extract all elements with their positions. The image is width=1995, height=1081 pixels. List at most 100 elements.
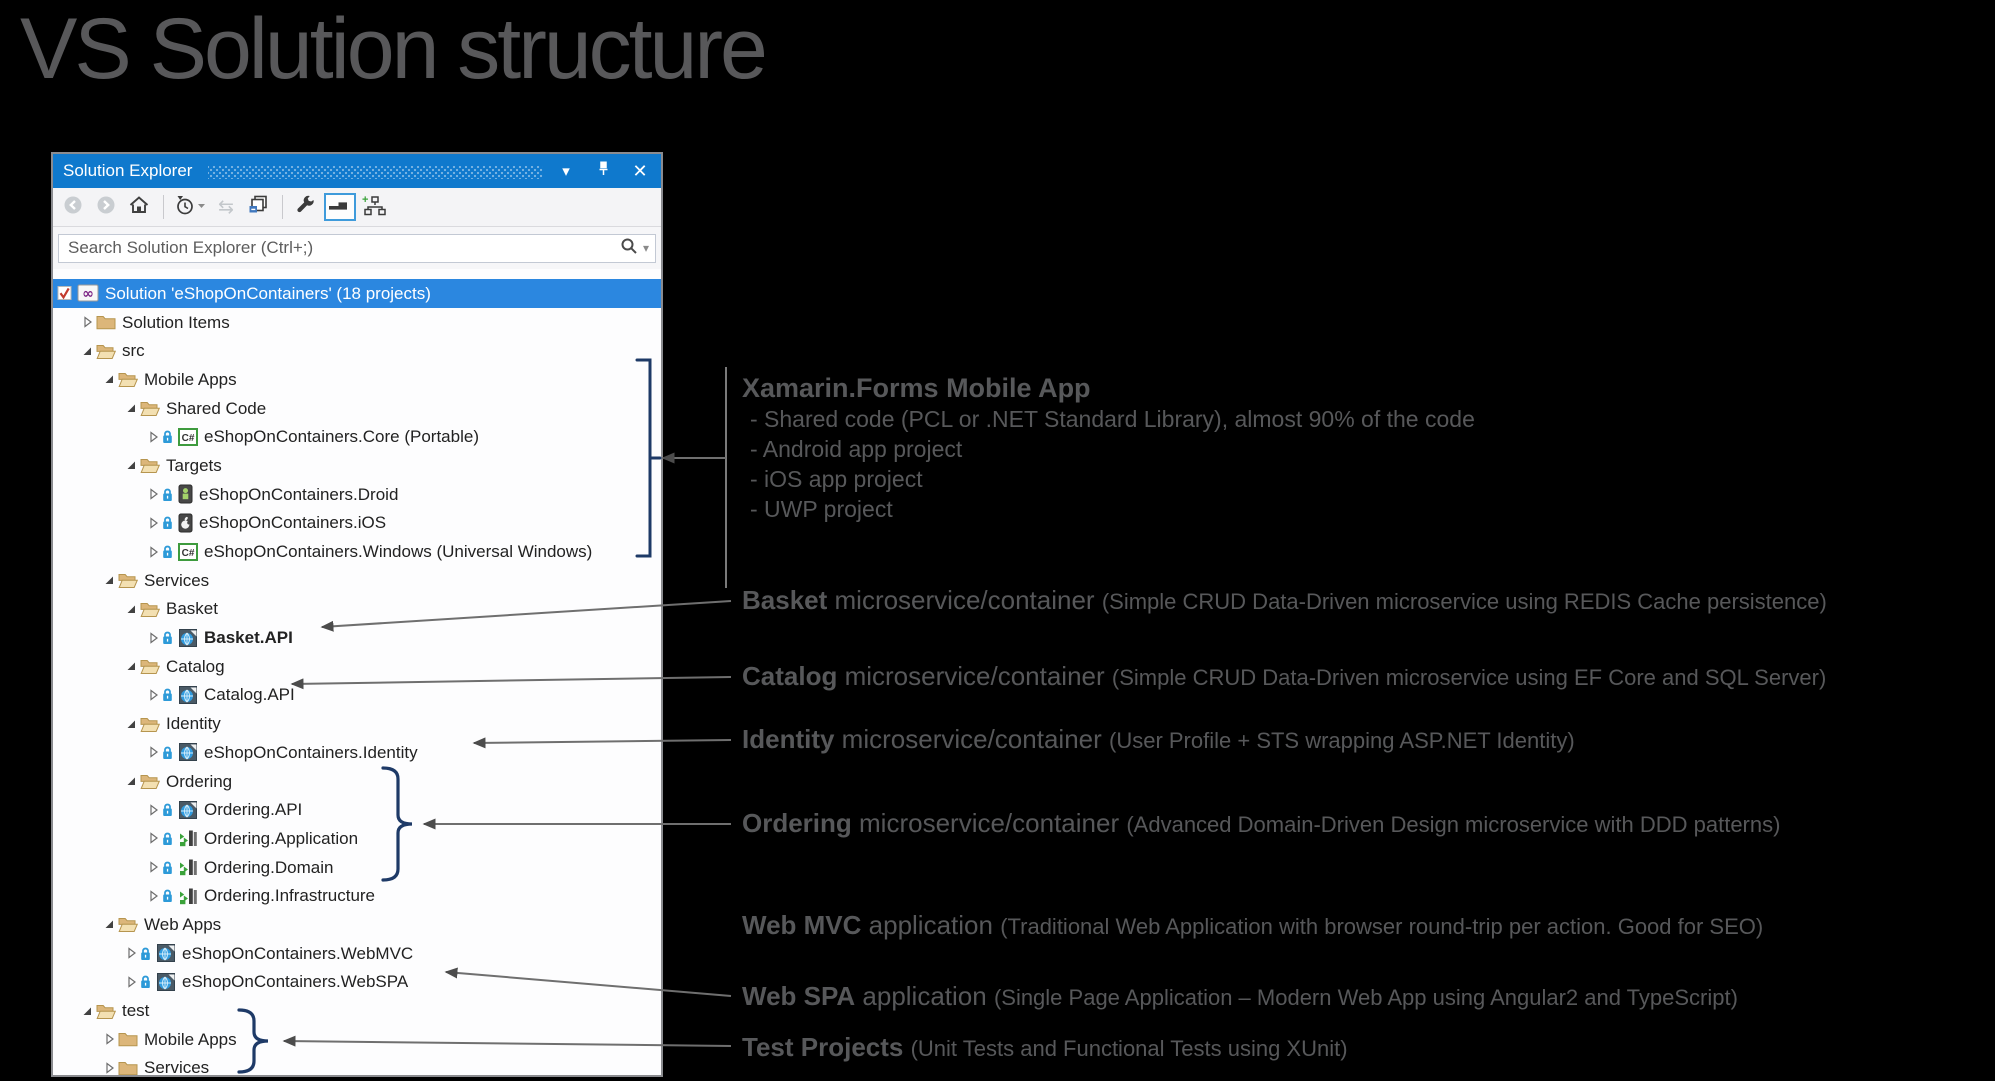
folder-open-icon [140, 457, 160, 474]
web-icon [156, 943, 176, 963]
expand-arrow-icon[interactable] [145, 544, 162, 560]
collapse-arrow-icon[interactable] [79, 343, 96, 359]
tree-item-basket[interactable]: Basket [53, 595, 661, 624]
close-button[interactable]: ✕ [631, 161, 649, 181]
collapse-arrow-icon[interactable] [123, 457, 140, 473]
tree-item-ordering[interactable]: Ordering [53, 767, 661, 796]
preview-selected-items-button[interactable] [324, 193, 356, 221]
collapse-arrow-icon[interactable] [101, 572, 118, 588]
properties-button[interactable] [291, 192, 321, 222]
annotation-mid: microservice/container [834, 724, 1109, 754]
back-button[interactable] [59, 192, 89, 222]
expand-arrow-icon[interactable] [145, 630, 162, 646]
solution-tree: ∞Solution 'eShopOnContainers' (18 projec… [53, 269, 661, 1075]
tree-item-eshoponcontainers-core-portable[interactable]: C#eShopOnContainers.Core (Portable) [53, 422, 661, 451]
annotation-mid: application [855, 981, 994, 1011]
tree-item-label: Ordering.Domain [204, 857, 334, 877]
tree-item-solution-eshoponcontainers-18-projects[interactable]: ∞Solution 'eShopOnContainers' (18 projec… [53, 279, 661, 308]
sync-with-active-document-button[interactable]: ⇆ [211, 192, 241, 222]
collapse-arrow-icon[interactable] [123, 601, 140, 617]
tree-item-eshoponcontainers-droid[interactable]: eShopOnContainers.Droid [53, 480, 661, 509]
show-all-files-button[interactable]: + [359, 192, 389, 222]
expand-arrow-icon[interactable] [123, 974, 140, 990]
tree-item-eshoponcontainers-webmvc[interactable]: eShopOnContainers.WebMVC [53, 939, 661, 968]
search-options-chevron-icon[interactable]: ▾ [642, 241, 649, 255]
collapse-arrow-icon[interactable] [123, 773, 140, 789]
tree-item-label: Basket.API [204, 628, 293, 648]
home-button[interactable] [125, 192, 155, 222]
solution-icon: ∞ [75, 284, 99, 302]
expand-arrow-icon[interactable] [145, 486, 162, 502]
tree-item-services[interactable]: Services [53, 1054, 661, 1075]
close-icon: ✕ [632, 161, 648, 181]
annotation-bullet: - Android app project [750, 436, 963, 462]
svg-text:+: + [362, 194, 368, 206]
folder-closed-icon [118, 1031, 138, 1047]
tree-item-web-apps[interactable]: Web Apps [53, 910, 661, 939]
collapse-arrow-icon[interactable] [123, 400, 140, 416]
expand-arrow-icon[interactable] [79, 314, 96, 330]
annotation-bullet: - Shared code (PCL or .NET Standard Libr… [750, 406, 1475, 432]
tree-item-services[interactable]: Services [53, 566, 661, 595]
tree-item-test[interactable]: test [53, 996, 661, 1025]
collapse-arrow-icon[interactable] [123, 716, 140, 732]
pin-button[interactable] [594, 161, 612, 181]
search-input[interactable]: Search Solution Explorer (Ctrl+;) ▾ [58, 233, 656, 263]
expand-arrow-icon[interactable] [123, 945, 140, 961]
forward-button[interactable] [92, 192, 122, 222]
collapse-all-button[interactable] [244, 192, 274, 222]
tree-item-identity[interactable]: Identity [53, 709, 661, 738]
expand-arrow-icon[interactable] [145, 429, 162, 445]
expand-arrow-icon[interactable] [145, 687, 162, 703]
tree-item-mobile-apps[interactable]: Mobile Apps [53, 365, 661, 394]
tree-item-ordering-api[interactable]: Ordering.API [53, 795, 661, 824]
search-icon[interactable] [619, 236, 639, 261]
annotation-basket: Basket microservice/container (Simple CR… [742, 585, 1827, 616]
titlebar-buttons: ▾✕ [557, 161, 661, 181]
tree-item-eshoponcontainers-webspa[interactable]: eShopOnContainers.WebSPA [53, 968, 661, 997]
tree-item-src[interactable]: src [53, 336, 661, 365]
collapse-arrow-icon[interactable] [101, 371, 118, 387]
annotation-lead: Identity [742, 724, 835, 754]
tree-item-catalog-api[interactable]: Catalog.API [53, 681, 661, 710]
expand-arrow-icon[interactable] [145, 830, 162, 846]
toolbar-separator [163, 195, 164, 219]
expand-arrow-icon[interactable] [145, 859, 162, 875]
back-icon [62, 194, 86, 221]
ios-icon [178, 513, 193, 533]
tree-item-ordering-infrastructure[interactable]: Ordering.Infrastructure [53, 881, 661, 910]
expand-arrow-icon[interactable] [101, 1060, 118, 1075]
tree-item-shared-code[interactable]: Shared Code [53, 394, 661, 423]
tree-item-eshoponcontainers-identity[interactable]: eShopOnContainers.Identity [53, 738, 661, 767]
lock-icon [162, 888, 175, 903]
pending-changes-filter-button[interactable] [172, 192, 208, 222]
tree-item-eshoponcontainers-ios[interactable]: eShopOnContainers.iOS [53, 509, 661, 538]
tree-item-label: Mobile Apps [144, 369, 237, 389]
tree-item-targets[interactable]: Targets [53, 451, 661, 480]
collapse-arrow-icon[interactable] [79, 1003, 96, 1019]
tree-item-basket-api[interactable]: Basket.API [53, 623, 661, 652]
window-position-button[interactable]: ▾ [557, 161, 575, 181]
expand-arrow-icon[interactable] [101, 1031, 118, 1047]
tree-item-mobile-apps[interactable]: Mobile Apps [53, 1025, 661, 1054]
tree-item-ordering-domain[interactable]: Ordering.Domain [53, 853, 661, 882]
collapse-arrow-icon[interactable] [123, 658, 140, 674]
expand-arrow-icon[interactable] [145, 515, 162, 531]
collapse-arrow-icon[interactable] [101, 916, 118, 932]
tree-item-eshoponcontainers-windows-universal-windows[interactable]: C#eShopOnContainers.Windows (Universal W… [53, 537, 661, 566]
expand-arrow-icon[interactable] [145, 744, 162, 760]
tree-item-label: test [122, 1001, 150, 1021]
expand-arrow-icon[interactable] [145, 888, 162, 904]
sync-icon: ⇆ [218, 196, 234, 218]
lock-icon [140, 974, 153, 989]
tree-item-ordering-application[interactable]: Ordering.Application [53, 824, 661, 853]
tree-item-solution-items[interactable]: Solution Items [53, 308, 661, 337]
annotation-paren: (Unit Tests and Functional Tests using X… [910, 1036, 1348, 1061]
folder-open-icon [96, 1003, 116, 1019]
expand-arrow-icon[interactable] [145, 802, 162, 818]
tree-item-catalog[interactable]: Catalog [53, 652, 661, 681]
solution-explorer-titlebar[interactable]: Solution Explorer ▾✕ [53, 154, 661, 188]
collapse-all-icon [247, 194, 271, 221]
folder-open-icon [140, 773, 160, 790]
annotation-paren: (Advanced Domain-Driven Design microserv… [1126, 812, 1781, 837]
